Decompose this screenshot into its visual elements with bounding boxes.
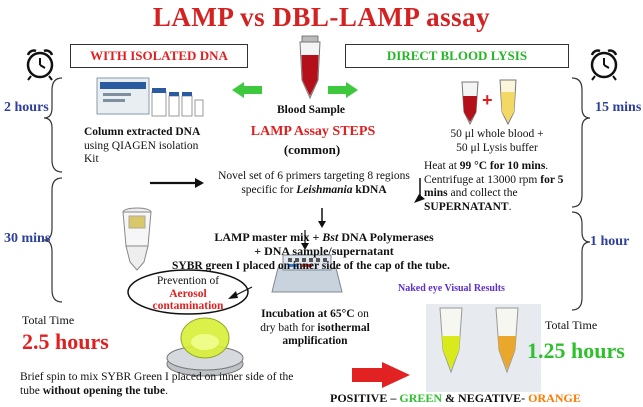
- arrow-column-to-primers: [195, 178, 204, 188]
- page-title: LAMP vs DBL-LAMP assay: [152, 2, 491, 32]
- master-mix-text: LAMP master mix + Bst DNA Polymerases + …: [214, 230, 434, 258]
- time-right-1hour: 1 hour: [590, 234, 630, 249]
- spin-column-icon: [122, 207, 152, 271]
- brief-spin-text: Brief spin to mix SYBR Green I placed on…: [20, 371, 294, 397]
- arrow-heat-to-primers: [414, 194, 425, 203]
- heat-centrifuge-text: Heat at 99 °C for 10 mins. Centrifuge at…: [424, 160, 564, 213]
- lamp-steps-title: LAMP Assay STEPS: [250, 124, 376, 139]
- arrow-to-drybath: [301, 243, 309, 250]
- blood-tube-icon: [299, 35, 321, 100]
- lamp-steps-subtitle: (common): [283, 142, 341, 157]
- incubation-text: Incubation at 65°C on dry bath for isoth…: [260, 308, 370, 347]
- arrow-primers-to-mastermix: [318, 221, 326, 228]
- alarm-clock-icon-left: [26, 49, 54, 81]
- dry-bath-icon: [271, 254, 343, 293]
- total-time-right-label: Total Time: [545, 318, 598, 332]
- primers-text: Novel set of 6 primers targeting 8 regio…: [218, 170, 410, 196]
- header-direct-blood-lysis: DIRECT BLOOD LYSIS: [345, 44, 569, 68]
- total-time-right-value: 1.25 hours: [527, 338, 625, 363]
- prevention-text: Prevention of Aerosol contamination: [152, 275, 224, 312]
- blood-lysis-text: 50 μl whole blood + 50 μl Lysis buffer: [450, 128, 544, 154]
- red-arrow-icon: [352, 362, 410, 388]
- green-arrow-left-icon: [232, 82, 262, 98]
- time-left-2hours: 2 hours: [4, 100, 49, 115]
- sybr-step-text: SYBR green I placed on inner side of the…: [172, 260, 450, 272]
- bracket-right-top: [571, 77, 591, 208]
- qiagen-kit-icon: [96, 77, 204, 117]
- svg-text:+: +: [482, 90, 493, 110]
- column-extracted-text: Column extracted DNA using QIAGEN isolat…: [84, 126, 201, 165]
- mini-centrifuge-icon: [166, 317, 244, 377]
- bracket-left-bottom: [43, 177, 63, 303]
- prevention-ellipse: [127, 269, 249, 315]
- total-time-left-label: Total Time: [22, 313, 75, 327]
- time-left-30mins: 30 mins: [4, 231, 51, 246]
- total-time-left-value: 2.5 hours: [22, 329, 109, 354]
- result-legend: POSITIVE – GREEN & NEGATIVE- ORANGE: [330, 391, 581, 405]
- blood-lysis-tubes-icon: +: [461, 79, 517, 126]
- result-tubes-icon: [426, 304, 541, 392]
- green-arrow-right-icon: [328, 82, 358, 98]
- arrow-to-prevention: [228, 291, 238, 299]
- time-right-15mins: 15 mins: [595, 100, 642, 115]
- alarm-clock-icon-right: [590, 49, 618, 81]
- naked-eye-results-label: Naked eye Visual Results: [398, 283, 505, 294]
- header-isolated-dna: WITH ISOLATED DNA: [70, 44, 248, 68]
- bracket-right-bottom: [571, 211, 591, 311]
- bracket-left-top: [43, 77, 63, 173]
- blood-sample-label: Blood Sample: [276, 104, 346, 116]
